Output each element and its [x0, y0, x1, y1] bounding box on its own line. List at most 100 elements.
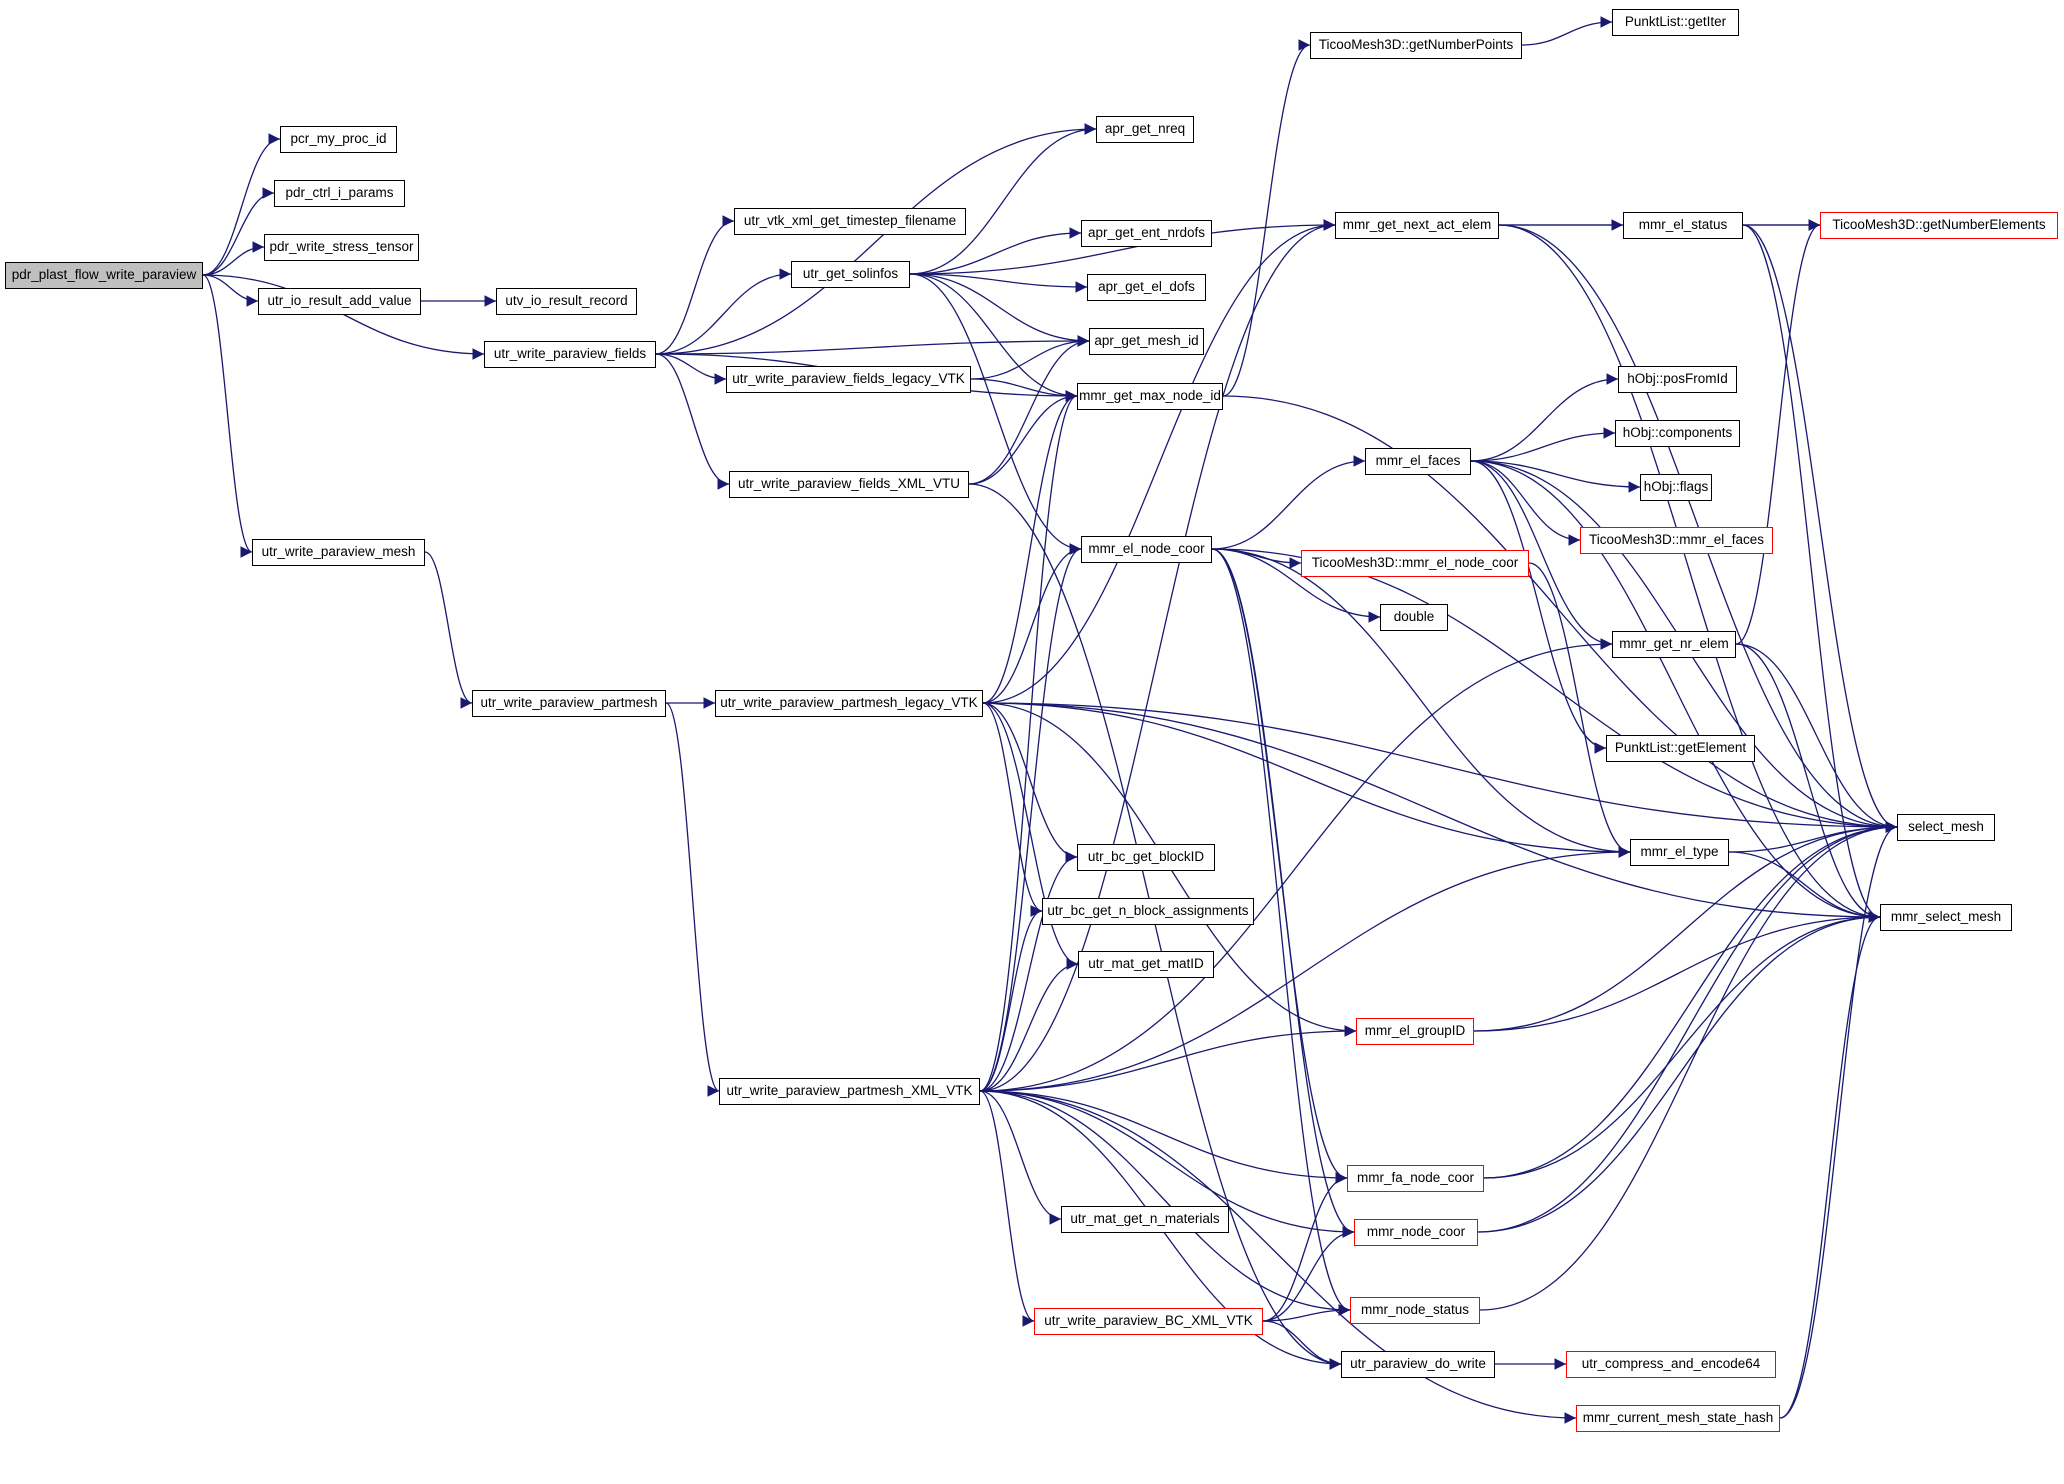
edge-root-n7	[202, 274, 253, 558]
graph-node-mmr-get-max-node-id[interactable]: mmr_get_max_node_id	[1077, 382, 1223, 410]
graph-node-pdr-write-stress-tensor[interactable]: pdr_write_stress_tensor	[264, 233, 419, 261]
graph-node-ticoomesh3d-getnumberpoints[interactable]: TicooMesh3D::getNumberPoints	[1310, 31, 1522, 59]
graph-node-utr-write-paraview-fields-xml-vtu[interactable]: utr_write_paraview_fields_XML_VTU	[729, 470, 969, 498]
graph-node-mmr-node-status[interactable]: mmr_node_status	[1350, 1296, 1480, 1324]
edge-n28-n39	[1470, 373, 1619, 462]
graph-node-utr-paraview-do-write[interactable]: utr_paraview_do_write	[1341, 1350, 1495, 1378]
edge-n6-n13	[655, 353, 727, 385]
graph-node-mmr-el-status[interactable]: mmr_el_status	[1623, 211, 1743, 239]
graph-node-punktlist-getiter[interactable]: PunktList::getIter	[1612, 8, 1739, 36]
graph-node-utr-mat-get-matid[interactable]: utr_mat_get_matID	[1078, 950, 1214, 978]
graph-node-utr-compress-and-encode64[interactable]: utr_compress_and_encode64	[1566, 1350, 1776, 1378]
edge-n32-n49	[1483, 911, 1881, 1179]
graph-node-mmr-fa-node-coor[interactable]: mmr_fa_node_coor	[1347, 1164, 1484, 1192]
edge-n10-n20	[979, 543, 1082, 1092]
graph-node-utr-write-paraview-bc-xml-vtk[interactable]: utr_write_paraview_BC_XML_VTK	[1034, 1307, 1263, 1335]
graph-node-utv-io-result-record[interactable]: utv_io_result_record	[496, 287, 637, 315]
graph-node-utr-write-paraview-partmesh-xml-vtk[interactable]: utr_write_paraview_partmesh_XML_VTK	[719, 1077, 980, 1105]
graph-node-ticoomesh3d-mmr-el-faces[interactable]: TicooMesh3D::mmr_el_faces	[1580, 526, 1773, 554]
edge-n28-n43	[1470, 460, 1613, 650]
graph-node-ticoomesh3d-getnumberelements[interactable]: TicooMesh3D::getNumberElements	[1820, 211, 2058, 239]
graph-node-double[interactable]: double	[1380, 603, 1448, 631]
edge-n9-n49	[982, 702, 1881, 923]
edge-n28-n49	[1470, 460, 1881, 923]
edge-n10-n25	[979, 1090, 1035, 1327]
graph-node-utr-write-paraview-fields-legacy-vtk[interactable]: utr_write_paraview_fields_legacy_VTK	[726, 365, 971, 393]
edge-n9-n22	[982, 702, 1043, 917]
edge-n43-n48	[1735, 643, 1898, 833]
edge-n27-n49	[1498, 224, 1881, 923]
graph-node-apr-get-el-dofs[interactable]: apr_get_el_dofs	[1087, 273, 1206, 301]
graph-node-pdr-ctrl-i-params[interactable]: pdr_ctrl_i_params	[274, 179, 405, 207]
graph-node-mmr-el-type[interactable]: mmr_el_type	[1630, 838, 1729, 866]
graph-node-hobj-posfromid[interactable]: hObj::posFromId	[1618, 365, 1737, 393]
edge-n43-n47	[1735, 219, 1821, 645]
edge-n6-n18	[655, 335, 1090, 355]
graph-node-mmr-get-nr-elem[interactable]: mmr_get_nr_elem	[1612, 630, 1736, 658]
graph-node-utr-write-paraview-partmesh-legacy-vtk[interactable]: utr_write_paraview_partmesh_legacy_VTK	[715, 689, 983, 717]
edge-n6-n14	[655, 353, 730, 490]
graph-node-utr-write-paraview-mesh[interactable]: utr_write_paraview_mesh	[252, 538, 425, 566]
edge-n38-n49	[1742, 224, 1881, 923]
graph-node-mmr-node-coor[interactable]: mmr_node_coor	[1354, 1218, 1478, 1246]
edge-n14-n19	[968, 390, 1078, 485]
graph-node-mmr-select-mesh[interactable]: mmr_select_mesh	[1880, 903, 2012, 931]
graph-node-hobj-flags[interactable]: hObj::flags	[1640, 473, 1712, 501]
edge-root-n6	[202, 274, 485, 360]
edge-n32-n48	[1483, 821, 1898, 1179]
edge-n12-n15	[909, 123, 1097, 275]
edge-n20-n28	[1211, 455, 1366, 550]
edge-n28-n44	[1470, 460, 1607, 754]
edge-n10-n32	[979, 1090, 1348, 1184]
graph-node-pcr-my-proc-id[interactable]: pcr_my_proc_id	[280, 125, 397, 153]
graph-node-mmr-el-groupid[interactable]: mmr_el_groupID	[1356, 1017, 1474, 1045]
graph-node-mmr-el-node-coor[interactable]: mmr_el_node_coor	[1081, 535, 1212, 563]
graph-node-mmr-el-faces[interactable]: mmr_el_faces	[1365, 447, 1471, 475]
edge-n9-n20	[982, 543, 1082, 704]
edge-n28-n40	[1470, 427, 1616, 462]
graph-node-select-mesh[interactable]: select_mesh	[1897, 813, 1995, 841]
edge-n10-n31	[979, 1025, 1357, 1092]
graph-node-apr-get-nreq[interactable]: apr_get_nreq	[1096, 115, 1194, 143]
edge-n9-n27	[982, 219, 1336, 704]
edge-n20-n33	[1211, 548, 1355, 1238]
edge-n12-n20	[909, 273, 1082, 555]
graph-node-utr-io-result-add-value[interactable]: utr_io_result_add_value	[258, 287, 421, 315]
edge-n25-n33	[1262, 1226, 1355, 1322]
edge-n38-n48	[1742, 224, 1898, 833]
graph-node-ticoomesh3d-mmr-el-node-coor[interactable]: TicooMesh3D::mmr_el_node_coor	[1301, 549, 1529, 577]
graph-node-apr-get-mesh-id[interactable]: apr_get_mesh_id	[1089, 327, 1204, 355]
edge-n13-n19	[970, 378, 1078, 402]
graph-node-utr-bc-get-blockid[interactable]: utr_bc_get_blockID	[1077, 843, 1215, 871]
edge-n19-n48	[1222, 395, 1898, 833]
graph-node-hobj-components[interactable]: hObj::components	[1615, 419, 1740, 447]
edge-root-n1	[202, 133, 281, 276]
edge-n36-n48	[1779, 821, 1898, 1419]
graph-node-punktlist-getelement[interactable]: PunktList::getElement	[1606, 734, 1755, 762]
edge-n6-n15	[655, 123, 1097, 355]
edge-n6-n12	[655, 268, 792, 355]
edge-n9-n48	[982, 702, 1898, 833]
graph-node-utr-bc-get-n-block-assignments[interactable]: utr_bc_get_n_block_assignments	[1042, 897, 1254, 925]
edge-n9-n45	[982, 702, 1631, 858]
edge-n28-n42	[1470, 460, 1581, 546]
edge-n28-n41	[1470, 460, 1641, 493]
edge-n10-n45	[979, 846, 1631, 1092]
graph-node-utr-write-paraview-fields[interactable]: utr_write_paraview_fields	[484, 340, 656, 368]
graph-node-apr-get-ent-nrdofs[interactable]: apr_get_ent_nrdofs	[1081, 219, 1212, 247]
edge-n27-n48	[1498, 224, 1898, 833]
edge-n36-n49	[1779, 911, 1881, 1419]
graph-node-mmr-get-next-act-elem[interactable]: mmr_get_next_act_elem	[1335, 211, 1499, 239]
graph-node-utr-mat-get-n-materials[interactable]: utr_mat_get_n_materials	[1061, 1205, 1229, 1233]
edge-n25-n34	[1262, 1304, 1351, 1322]
edge-n9-n19	[982, 390, 1078, 704]
edge-n10-n33	[979, 1090, 1355, 1238]
graph-node-utr-vtk-xml-get-timestep-filename[interactable]: utr_vtk_xml_get_timestep_filename	[734, 207, 966, 235]
graph-node-utr-write-paraview-partmesh[interactable]: utr_write_paraview_partmesh	[472, 689, 666, 717]
graph-node-utr-get-solinfos[interactable]: utr_get_solinfos	[791, 260, 910, 288]
graph-node-mmr-current-mesh-state-hash[interactable]: mmr_current_mesh_state_hash	[1576, 1404, 1780, 1432]
edge-n43-n49	[1735, 643, 1881, 923]
edge-n29-n45	[1528, 562, 1631, 858]
edge-n20-n48	[1211, 548, 1898, 833]
